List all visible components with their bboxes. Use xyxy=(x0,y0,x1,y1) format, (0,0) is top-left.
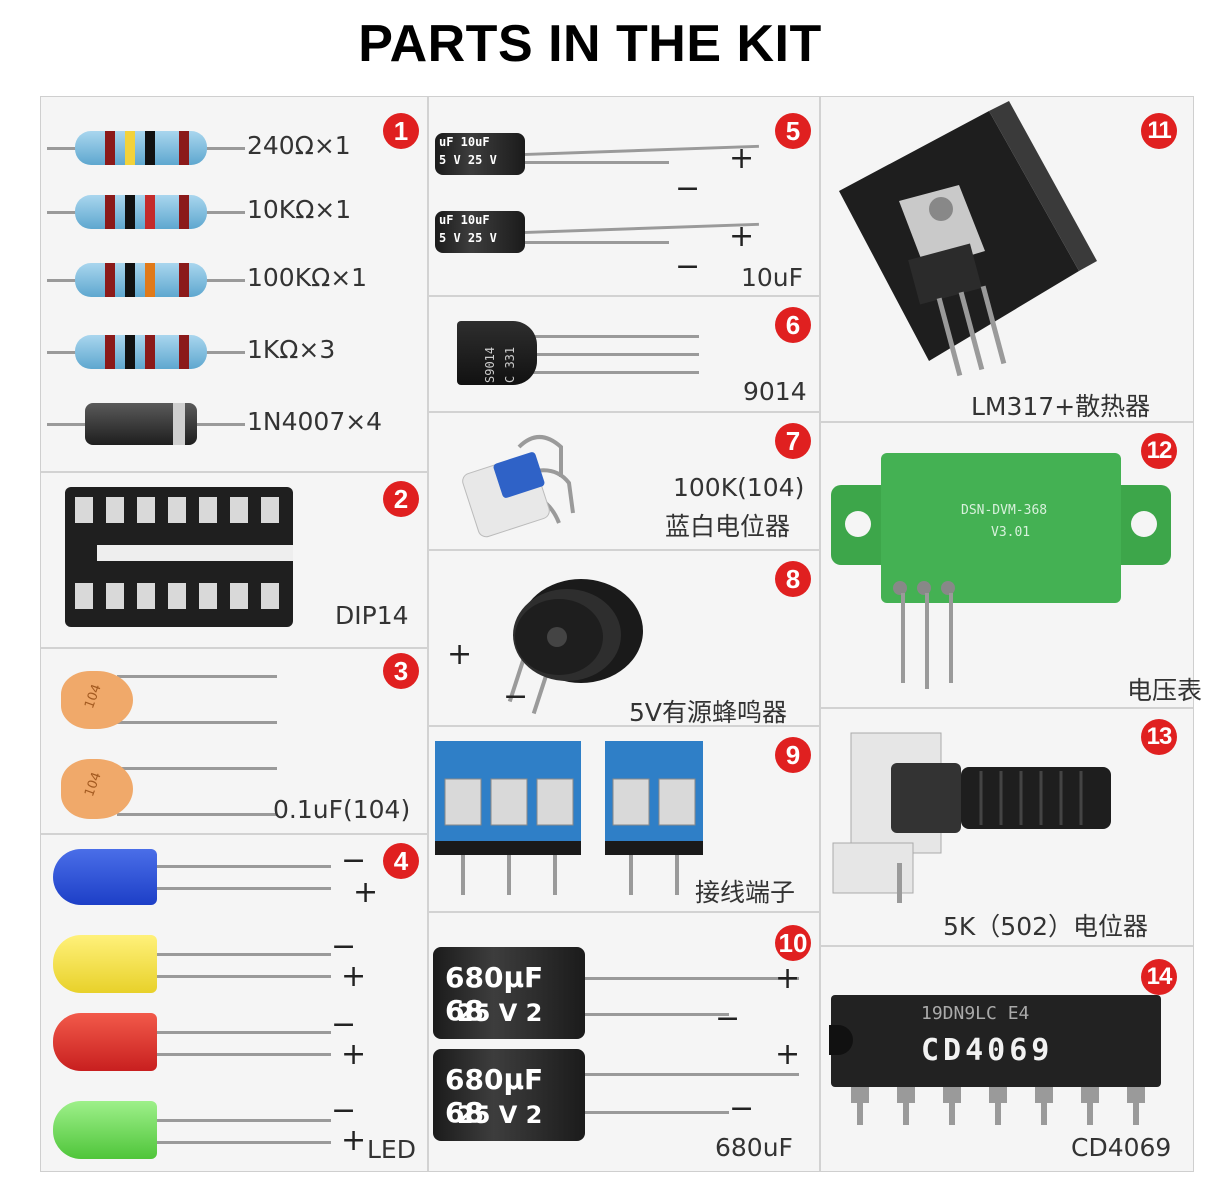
buzzer-label: 5V有源蜂鸣器 xyxy=(629,698,788,727)
item-number-badge: 12 xyxy=(1141,433,1177,469)
resistor-10k xyxy=(75,195,207,229)
item-number-badge: 1 xyxy=(383,113,419,149)
cd4069-pins-icon xyxy=(851,1087,1145,1125)
transistor-label: 9014 xyxy=(743,377,807,406)
cell-resistors: 1 240Ω×1 10KΩ×1 100KΩ×1 1KΩ×3 xyxy=(41,97,429,473)
cd4069-chip: 19DN9LC E4 CD4069 xyxy=(829,995,1161,1087)
capacitor-marking: 104 xyxy=(82,770,105,799)
cell-dip14-socket: 2 DIP14 xyxy=(41,473,429,649)
capacitor-marking: 104 xyxy=(82,682,105,711)
voltmeter-pcb: DSN-DVM-368 V3.01 xyxy=(881,453,1121,603)
cd4069-label: CD4069 xyxy=(1071,1133,1172,1162)
item-number-badge: 13 xyxy=(1141,719,1177,755)
cell-buzzer: 8 + − 5V有源蜂鸣器 xyxy=(429,551,821,727)
diode-1n4007 xyxy=(85,403,197,445)
cell-leds: 4 − + − + − + − + LED xyxy=(41,835,429,1171)
item-number-badge: 6 xyxy=(775,307,811,343)
terminal-block-label: 接线端子 xyxy=(695,878,796,907)
cell-ceramic-capacitors: 3 104 104 0.1uF(104) xyxy=(41,649,429,835)
led-yellow xyxy=(53,935,157,993)
trimmer-label-cn: 蓝白电位器 xyxy=(665,512,791,541)
potentiometer-icon xyxy=(832,732,1111,903)
capacitor-680uf-1: 680μF 68 25 V 2 xyxy=(433,947,585,1039)
potentiometer-label: 5K（502）电位器 xyxy=(943,912,1149,941)
cell-terminal-blocks: 9 接线端子 xyxy=(429,727,821,913)
cell-680uf-capacitors: 10 680μF 68 25 V 2 + − 680μF 68 25 V 2 +… xyxy=(429,913,821,1171)
item-number-badge: 14 xyxy=(1141,959,1177,995)
transistor-9014: S9014 C 331 xyxy=(457,321,537,385)
resistor-10k-label: 10KΩ×1 xyxy=(247,195,352,224)
resistor-240 xyxy=(75,131,207,165)
cell-transistor: 6 S9014 C 331 9014 xyxy=(429,297,821,413)
buzzer-icon xyxy=(513,579,643,683)
item-number-badge: 4 xyxy=(383,843,419,879)
diode-label: 1N4007×4 xyxy=(247,407,383,436)
dip14-label: DIP14 xyxy=(335,601,409,630)
cell-cd4069: 14 19DN9LC E4 CD4069 CD4069 xyxy=(821,947,1193,1171)
parts-board: 1 240Ω×1 10KΩ×1 100KΩ×1 1KΩ×3 xyxy=(40,96,1202,1172)
trimmer-label: 100K(104) xyxy=(673,473,805,502)
ceramic-capacitor-1: 104 xyxy=(61,671,133,729)
item-number-badge: 2 xyxy=(383,481,419,517)
ceramic-capacitor-2: 104 xyxy=(61,759,133,819)
capacitor-680uf-2: 680μF 68 25 V 2 xyxy=(433,1049,585,1141)
capacitor-680uf-label: 680uF xyxy=(715,1133,793,1162)
page-title: PARTS IN THE KIT xyxy=(358,15,822,73)
item-number-badge: 5 xyxy=(775,113,811,149)
trimmer-potentiometer-icon xyxy=(462,435,575,538)
item-number-badge: 9 xyxy=(775,737,811,773)
led-blue xyxy=(53,849,157,905)
capacitor-10uf-2: uF 10uF 5 V 25 V xyxy=(435,211,525,253)
resistor-100k-label: 100KΩ×1 xyxy=(247,263,368,292)
resistor-240-label: 240Ω×1 xyxy=(247,131,351,160)
resistor-1k-label: 1KΩ×3 xyxy=(247,335,336,364)
item-number-badge: 10 xyxy=(775,925,811,961)
lm317-label: LM317+散热器 xyxy=(971,392,1151,421)
voltmeter-label: 电压表 xyxy=(1127,676,1203,705)
item-number-badge: 11 xyxy=(1141,113,1177,149)
led-green xyxy=(53,1101,157,1159)
item-number-badge: 8 xyxy=(775,561,811,597)
cell-trimmer-potentiometer: 7 100K(104) 蓝白电位器 xyxy=(429,413,821,551)
lm317-heatsink-icon xyxy=(839,101,1097,377)
terminal-block-icon xyxy=(435,741,703,895)
cell-5k-potentiometer: 13 5K（502）电位器 xyxy=(821,709,1193,947)
led-label: LED xyxy=(367,1135,416,1164)
cell-lm317-heatsink: 11 LM317+散热器 xyxy=(821,97,1193,423)
ceramic-capacitor-label: 0.1uF(104) xyxy=(273,795,411,824)
cell-voltmeter: 12 DSN-DVM-368 V3.01 电压表 xyxy=(821,423,1202,709)
item-number-badge: 3 xyxy=(383,653,419,689)
capacitor-10uf-label: 10uF xyxy=(741,263,804,292)
item-number-badge: 7 xyxy=(775,423,811,459)
resistor-1k xyxy=(75,335,207,369)
cell-10uf-capacitors: 5 uF 10uF 5 V 25 V + − uF 10uF 5 V 25 V … xyxy=(429,97,821,297)
dip14-socket-icon xyxy=(65,487,293,627)
led-red xyxy=(53,1013,157,1071)
capacitor-10uf-1: uF 10uF 5 V 25 V xyxy=(435,133,525,175)
resistor-100k xyxy=(75,263,207,297)
